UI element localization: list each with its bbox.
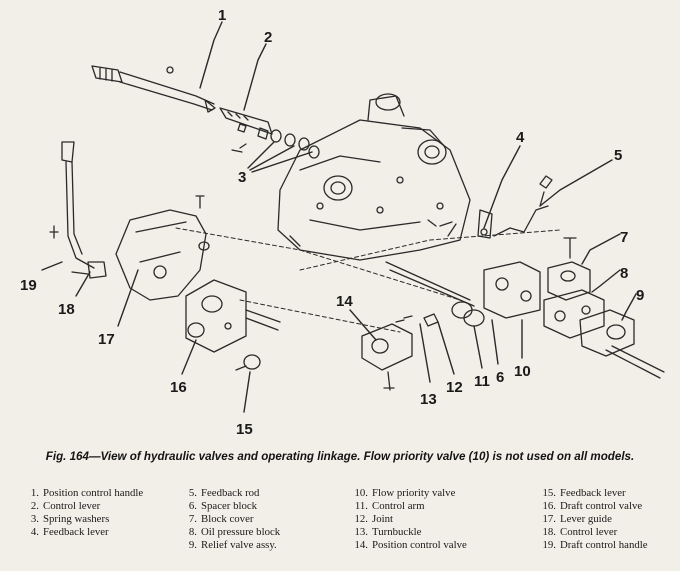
callout-4: 4 (516, 129, 525, 146)
exploded-view-illustration: 1 2 3 4 5 6 7 8 9 10 11 12 13 14 15 16 1… (20, 7, 665, 438)
legend-text: Spacer block (201, 500, 258, 512)
legend-item: 4. Feedback lever (24, 526, 164, 539)
callout-9: 9 (636, 287, 644, 304)
legend-text: Feedback lever (560, 487, 626, 499)
legend-number: 5. (188, 487, 197, 499)
callout-2: 2 (264, 29, 272, 46)
legend-number: 10. (354, 487, 369, 499)
legend-text: Draft control handle (560, 539, 648, 551)
legend-number: 3. (30, 513, 39, 525)
callout-19: 19 (20, 277, 37, 294)
feedback-rod (493, 175, 553, 237)
legend-text: Oil pressure block (201, 526, 281, 538)
legend-number: 4. (30, 526, 39, 538)
legend-text: Spring washers (43, 513, 110, 525)
legend-item: 8. Oil pressure block (182, 526, 332, 539)
callout-11: 11 (474, 373, 490, 390)
legend-text: Joint (372, 513, 393, 525)
legend-text: Control lever (43, 500, 101, 512)
legend-text: Feedback rod (201, 487, 260, 499)
valve-stack (483, 237, 665, 379)
legend-item: 16.Draft control valve (536, 500, 680, 513)
draft-control-valve (185, 279, 281, 353)
position-control-valve (361, 323, 413, 391)
legend-number: 7. (188, 513, 197, 525)
legend-item: 15.Feedback lever (536, 487, 680, 500)
control-arm-assembly (385, 261, 485, 327)
callout-8: 8 (620, 265, 628, 282)
callout-18: 18 (58, 301, 75, 318)
callout-17: 17 (98, 331, 115, 348)
legend-number: 19. (542, 539, 557, 551)
legend-item: 13.Turnbuckle (348, 526, 528, 539)
legend-number: 15. (542, 487, 557, 499)
legend-number: 2. (30, 500, 39, 512)
legend-item: 10.Flow priority valve (348, 487, 528, 500)
legend-text: Lever guide (560, 513, 612, 525)
legend-number: 1. (30, 487, 39, 499)
legend-item: 2. Control lever (24, 500, 164, 513)
callout-1: 1 (218, 7, 226, 24)
callout-10: 10 (514, 363, 531, 380)
legend-column-1: 1. Position control handle 2. Control leve… (24, 487, 164, 539)
legend-text: Turnbuckle (372, 526, 422, 538)
hydraulic-housing (277, 93, 471, 261)
legend-item: 12.Joint (348, 513, 528, 526)
feedback-lever (427, 209, 493, 239)
legend-column-4: 15.Feedback lever 16.Draft control valve… (536, 487, 680, 552)
legend-column-2: 5. Feedback rod 6. Spacer block 7. Block co… (182, 487, 332, 552)
legend-text: Control lever (560, 526, 618, 538)
legend-item: 18.Control lever (536, 526, 680, 539)
legend-item: 17.Lever guide (536, 513, 680, 526)
callout-6: 6 (496, 369, 504, 386)
legend-number: 8. (188, 526, 197, 538)
callout-13: 13 (420, 391, 437, 408)
callout-7: 7 (620, 229, 628, 246)
legend-text: Position control valve (372, 539, 467, 551)
legend-number: 17. (542, 513, 557, 525)
callout-12: 12 (446, 379, 463, 396)
legend-number: 14. (354, 539, 369, 551)
legend-item: 7. Block cover (182, 513, 332, 526)
control-lever (219, 107, 273, 140)
legend-item: 14.Position control valve (348, 539, 528, 552)
legend-number: 16. (542, 500, 557, 512)
legend-item: 3. Spring washers (24, 513, 164, 526)
legend-item: 1. Position control handle (24, 487, 164, 500)
legend-item: 5. Feedback rod (182, 487, 332, 500)
legend-text: Control arm (372, 500, 425, 512)
legend-text: Relief valve assy. (201, 539, 277, 551)
callout-14: 14 (336, 293, 353, 310)
position-control-handle (91, 65, 216, 113)
legend-item: 19.Draft control handle (536, 539, 680, 552)
lever-guide (115, 195, 210, 301)
legend-text: Block cover (201, 513, 254, 525)
callout-3: 3 (238, 169, 246, 186)
feedback-lever-15 (235, 354, 261, 371)
callout-15: 15 (236, 421, 253, 438)
legend-item: 6. Spacer block (182, 500, 332, 513)
legend-number: 6. (188, 500, 197, 512)
legend-number: 11. (354, 500, 368, 512)
legend-number: 13. (354, 526, 369, 538)
legend-text: Draft control valve (560, 500, 643, 512)
legend-number: 12. (354, 513, 369, 525)
draft-control-handle (49, 141, 95, 269)
legend-column-3: 10.Flow priority valve 11. Control arm 12… (348, 487, 528, 552)
legend-item: 9. Relief valve assy. (182, 539, 332, 552)
legend-item: 11. Control arm (348, 500, 528, 513)
callout-5: 5 (614, 147, 622, 164)
legend-text: Feedback lever (43, 526, 109, 538)
figure-caption: Fig. 164—View of hydraulic valves and op… (45, 450, 635, 463)
legend-text: Position control handle (43, 487, 144, 499)
control-lever-18 (71, 261, 107, 279)
legend-number: 9. (188, 539, 197, 551)
spring-washers (231, 129, 320, 159)
legend-number: 18. (542, 526, 557, 538)
legend-text: Flow priority valve (372, 487, 456, 499)
callout-16: 16 (170, 379, 187, 396)
